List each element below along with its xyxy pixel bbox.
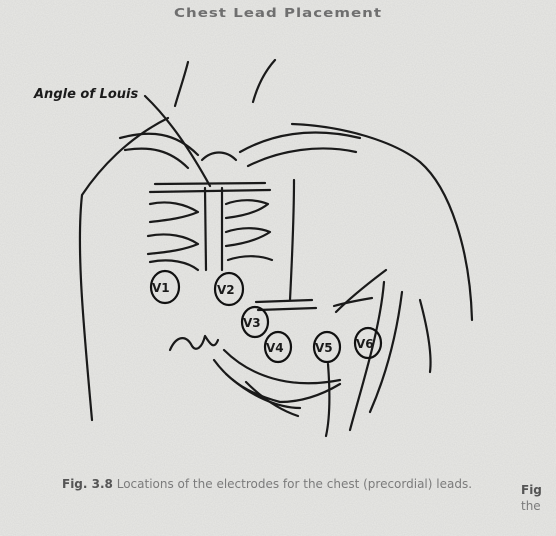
costal-margin-3 bbox=[226, 374, 300, 408]
clavicle-left-lower bbox=[125, 149, 188, 168]
rib-left-3 bbox=[150, 260, 198, 270]
axillary-line-3 bbox=[420, 300, 431, 372]
torso-left bbox=[80, 118, 168, 420]
electrode-v5-label: V5 bbox=[315, 341, 333, 355]
adjacent-text: the bbox=[521, 498, 556, 514]
rib-right-3 bbox=[228, 256, 272, 260]
rib-guide-1 bbox=[256, 300, 312, 302]
rib-guide-2 bbox=[258, 308, 316, 310]
neck-right bbox=[253, 60, 275, 102]
clavicle-right-lower bbox=[248, 148, 356, 166]
angle-of-louis-label: Angle of Louis bbox=[33, 87, 138, 102]
figure-caption: Fig. 3.8 Locations of the electrodes for… bbox=[62, 476, 492, 492]
rib-left-2 bbox=[148, 234, 198, 254]
rib-right-1 bbox=[226, 200, 268, 218]
angle-of-louis-line-2 bbox=[155, 183, 265, 184]
electrode-v2-label: V2 bbox=[217, 283, 235, 297]
adjacent-page-fragment: Fig the bbox=[521, 482, 556, 514]
electrode-v1-label: V1 bbox=[152, 281, 170, 295]
rib-right-2 bbox=[226, 228, 270, 246]
axillary-fold bbox=[336, 270, 386, 312]
electrode-v3-label: V3 bbox=[243, 316, 261, 330]
abdomen-line bbox=[326, 364, 329, 436]
electrode-v6-label: V6 bbox=[356, 337, 374, 351]
axillary-line-1 bbox=[350, 282, 384, 430]
rib-left-1 bbox=[150, 202, 198, 222]
axillary-fold-lower bbox=[334, 298, 372, 306]
adjacent-fig-label: Fig bbox=[521, 482, 556, 498]
nipple-mark bbox=[170, 336, 218, 350]
sternal-notch bbox=[202, 153, 236, 161]
angle-of-louis-line-1 bbox=[150, 190, 270, 192]
torso-right bbox=[292, 124, 472, 320]
figure-caption-text: Locations of the electrodes for the ches… bbox=[117, 477, 472, 491]
sternum-left bbox=[205, 188, 206, 270]
axillary-line-2 bbox=[370, 292, 402, 412]
neck-left bbox=[175, 62, 188, 106]
electrode-v4-label: V4 bbox=[266, 341, 284, 355]
sternal-right-edge bbox=[290, 180, 294, 300]
figure-number: Fig. 3.8 bbox=[62, 477, 113, 491]
